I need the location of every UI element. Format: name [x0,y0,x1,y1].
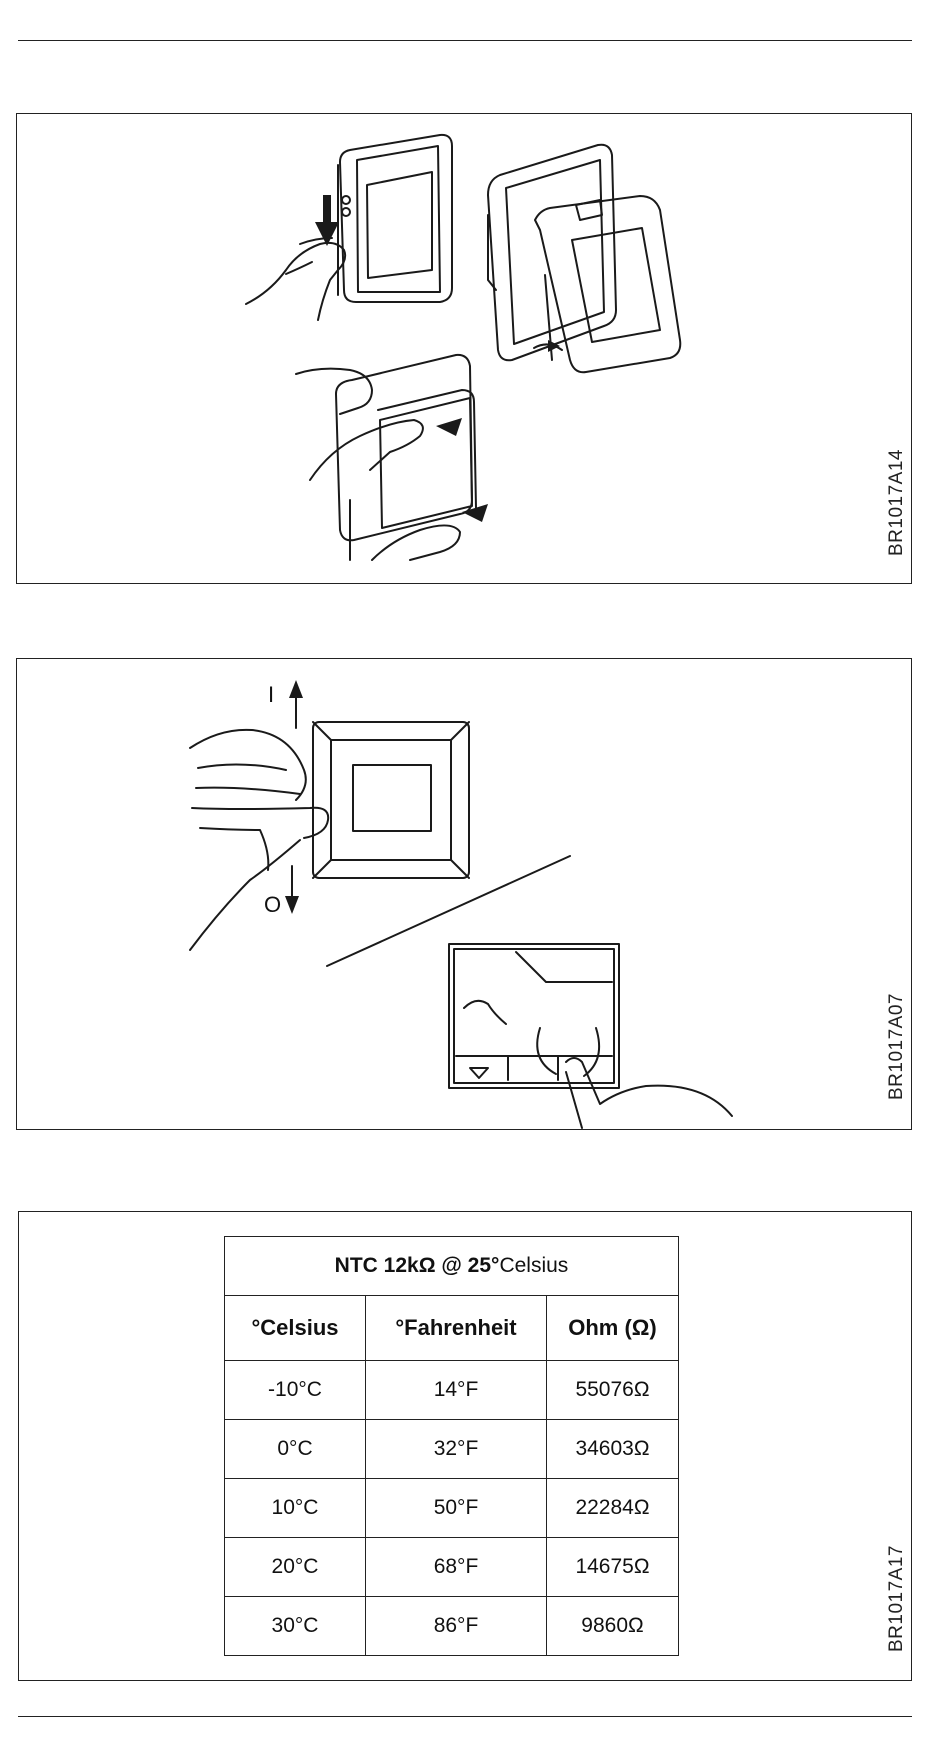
cell-fahrenheit: 14°F [366,1361,547,1420]
cell-fahrenheit: 86°F [366,1597,547,1656]
top-rule [18,40,912,41]
header-celsius: °Celsius [225,1296,366,1361]
figure-1-frame [16,113,912,584]
cell-ohm: 22284Ω [547,1479,679,1538]
cell-ohm: 34603Ω [547,1420,679,1479]
cell-fahrenheit: 68°F [366,1538,547,1597]
cell-celsius: 0°C [225,1420,366,1479]
header-fahrenheit: °Fahrenheit [366,1296,547,1361]
cell-ohm: 14675Ω [547,1538,679,1597]
cell-ohm: 55076Ω [547,1361,679,1420]
header-ohm: Ohm (Ω) [547,1296,679,1361]
figure-2-frame [16,658,912,1130]
ntc-resistance-table: NTC 12kΩ @ 25°Celsius °Celsius °Fahrenhe… [224,1236,679,1656]
table-row: 0°C 32°F 34603Ω [225,1420,679,1479]
table-title: NTC 12kΩ @ 25°Celsius [225,1237,679,1296]
figure-code: BR1017A14 [886,449,908,556]
table-row: -10°C 14°F 55076Ω [225,1361,679,1420]
cell-ohm: 9860Ω [547,1597,679,1656]
cell-celsius: 30°C [225,1597,366,1656]
table-row: 30°C 86°F 9860Ω [225,1597,679,1656]
cell-fahrenheit: 50°F [366,1479,547,1538]
cell-fahrenheit: 32°F [366,1420,547,1479]
bottom-rule [18,1716,912,1717]
cell-celsius: 10°C [225,1479,366,1538]
cell-celsius: -10°C [225,1361,366,1420]
figure-code: BR1017A07 [886,993,908,1100]
table-row: 10°C 50°F 22284Ω [225,1479,679,1538]
table-row: 20°C 68°F 14675Ω [225,1538,679,1597]
cell-celsius: 20°C [225,1538,366,1597]
figure-code: BR1017A17 [886,1545,908,1652]
